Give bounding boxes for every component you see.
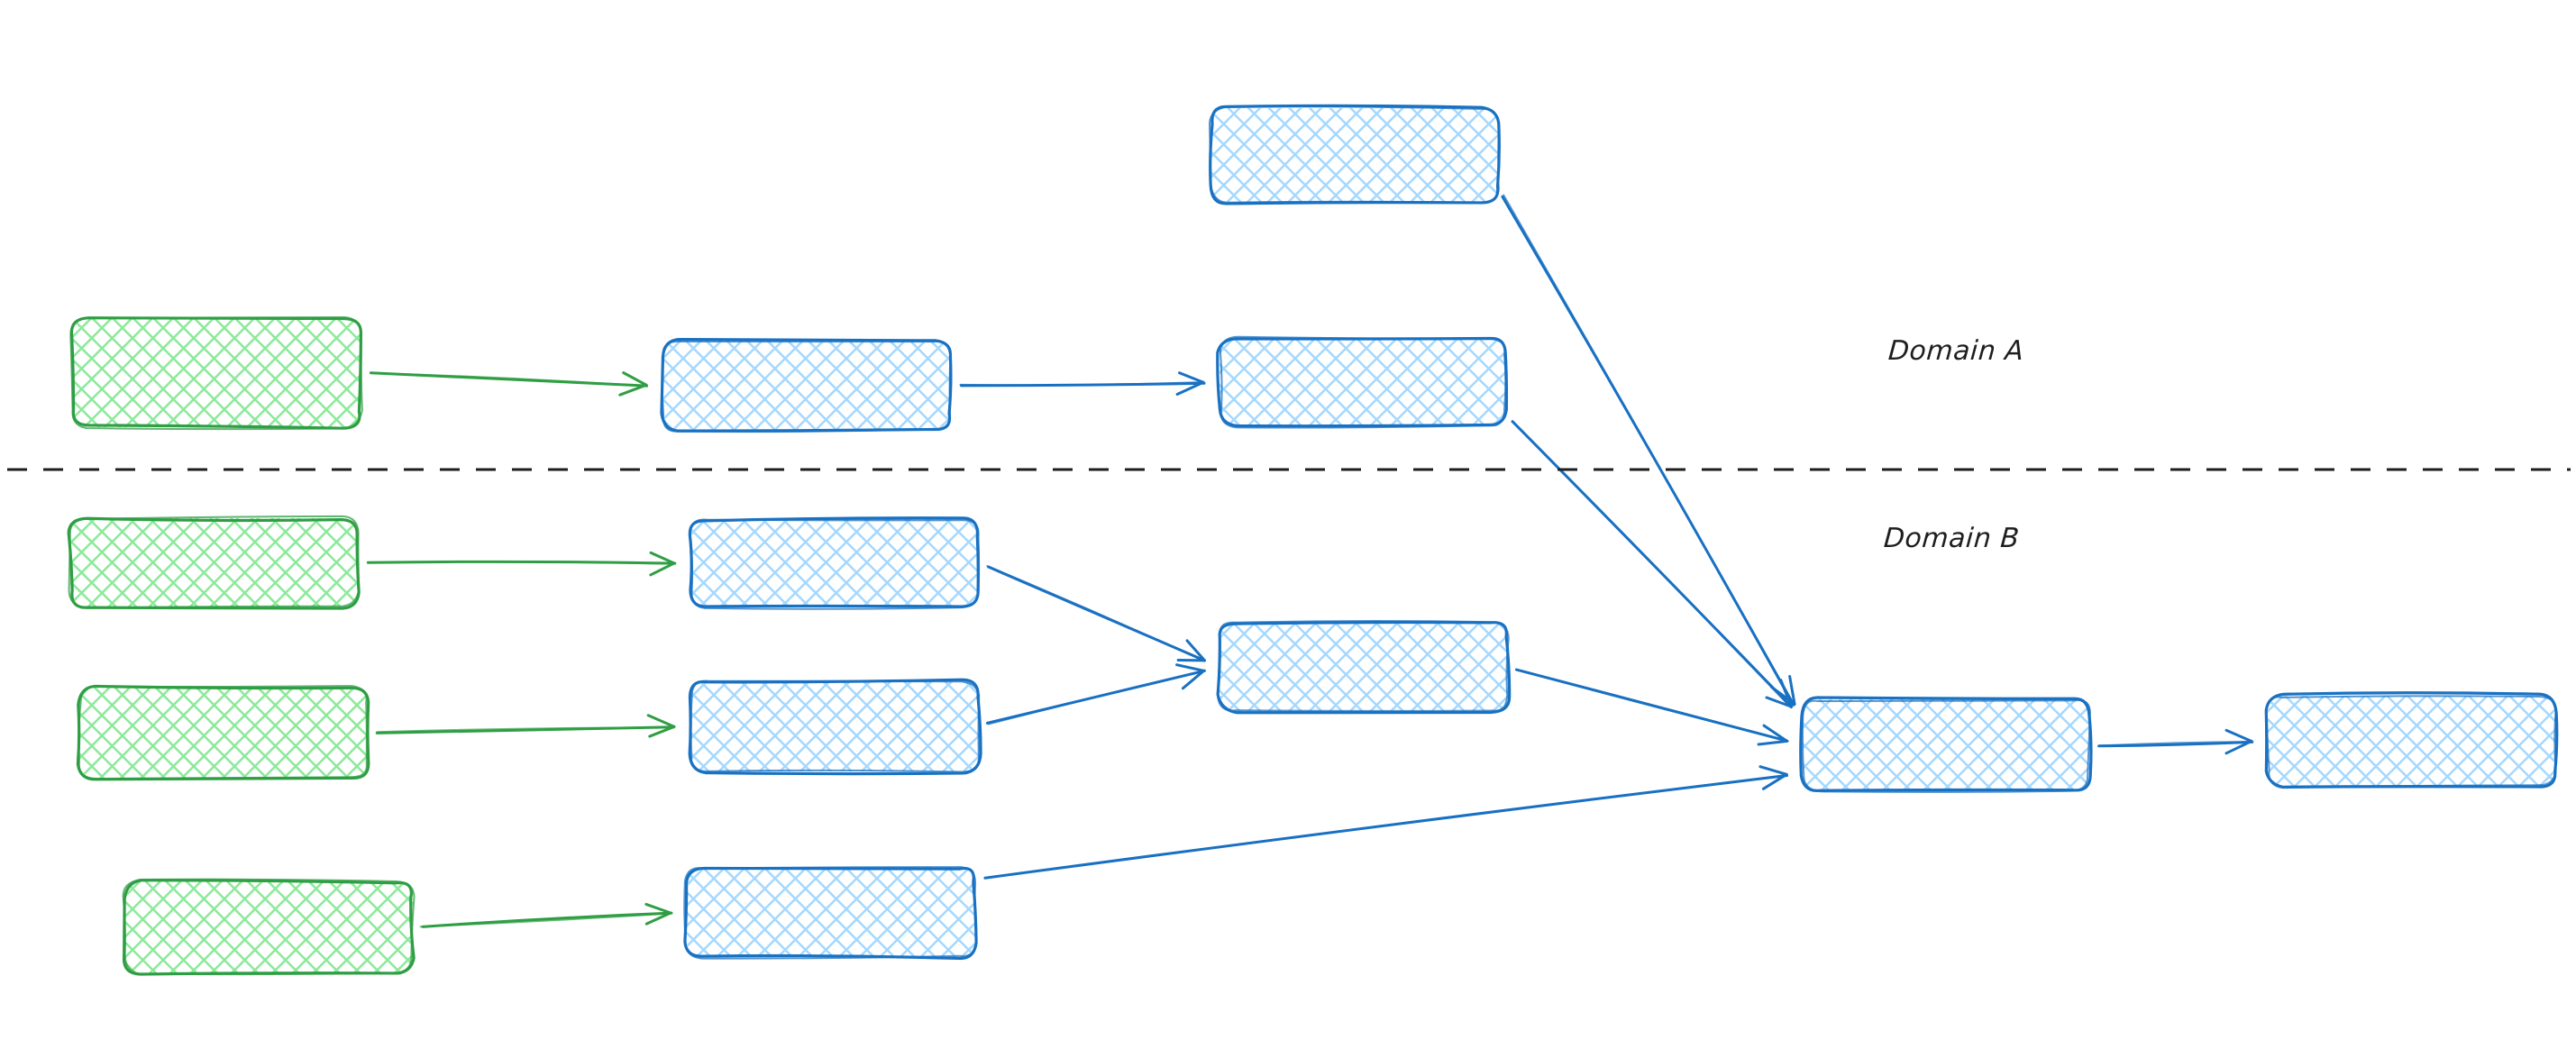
node-fill [72,317,361,427]
node-outline [78,685,368,780]
node-outline [1208,105,1500,204]
node-outline [68,515,361,609]
node-fill [1210,108,1499,202]
node-outline [2265,695,2557,789]
edge-arrowhead [1765,696,1793,708]
edge-line [983,774,1788,880]
node-b-source-3[interactable] [122,878,416,976]
edge-line [368,561,675,565]
node-a-stage-2[interactable] [1216,335,1509,429]
edge-arrowhead [1175,380,1205,397]
edge-arrowhead [1758,765,1788,776]
edge-line [1512,420,1792,709]
edge-arrowhead [1181,669,1206,690]
node-outline [690,680,981,773]
node-fill [2268,696,2556,786]
edge-b-merge-2-to-b-sink [2097,728,2254,755]
edge-b-stage-1-to-b-merge-1 [986,565,1206,662]
node-outline [1801,698,2091,793]
node-b-source-1[interactable] [67,515,361,610]
edge-arrowhead [1761,772,1788,790]
edge-a-source-1-to-a-stage-1 [369,371,649,397]
node-outline [69,315,363,431]
edge-b-source-2-to-b-stage-2 [375,714,676,738]
edge-arrowhead [2224,739,2253,755]
edge-line [959,381,1204,387]
node-fill [662,341,951,431]
node-b-merge-2[interactable] [1799,696,2093,793]
edge-arrowhead [649,551,676,565]
node-outline [1217,620,1510,712]
edge-arrowhead [622,371,648,387]
edge-line [370,372,646,388]
edge-b-stage-3-to-b-merge-2 [983,765,1789,880]
edge-line [419,912,671,928]
node-outline [683,866,978,960]
edge-line [2097,740,2254,748]
edge-arrowhead [644,902,672,915]
node-a-source-1[interactable] [69,315,363,431]
edge-a-stage-1-to-a-stage-2 [959,371,1206,397]
edge-arrowhead [1175,663,1206,672]
node-fill [1803,699,2089,791]
edge-arrowhead [644,911,672,926]
edge-line [986,565,1205,662]
edge-layer [366,194,2254,928]
node-fill [1219,622,1508,712]
edge-arrowhead [646,714,676,728]
edge-b-source-1-to-b-stage-1 [366,551,677,577]
node-b-merge-1[interactable] [1216,620,1512,715]
node-b-stage-1[interactable] [688,516,981,610]
edge-arrowhead [1788,674,1796,706]
edge-a-stage-2-to-b-merge-2 [1511,420,1794,709]
edge-line [1503,194,1795,705]
node-fill [1219,338,1506,426]
edge-line [1517,669,1788,742]
edge-arrowhead [1757,739,1789,746]
edge-line [376,726,675,734]
domain-b-label: Domain B [1882,523,2021,554]
edge-line [2098,741,2253,747]
node-outline [689,518,981,610]
node-fill [690,519,979,607]
node-fill [687,867,975,957]
node-b-sink[interactable] [2264,691,2559,789]
edge-b-stage-2-to-b-merge-1 [985,663,1206,725]
node-a-top[interactable] [1208,104,1501,205]
edge-arrowhead [618,383,648,397]
node-outline [67,516,361,610]
edge-line [987,670,1205,725]
node-outline [1219,335,1507,429]
edge-arrowhead [649,561,676,577]
node-b-stage-3[interactable] [683,866,978,961]
edge-a-top-to-b-merge-2 [1501,194,1796,707]
node-a-stage-1[interactable] [660,337,953,433]
node-outline [661,340,952,433]
domain-a-label: Domain A [1886,335,2025,367]
node-outline [2264,691,2559,789]
node-fill [70,518,359,607]
edge-line [1501,195,1795,707]
node-fill [124,881,413,973]
edge-arrowhead [1178,371,1205,384]
node-outline [122,878,416,976]
node-layer [67,104,2559,976]
node-outline [683,866,978,961]
edge-b-merge-1-to-b-merge-2 [1514,668,1789,746]
node-b-stage-2[interactable] [688,678,982,776]
edge-arrowhead [1762,724,1789,743]
node-b-source-2[interactable] [76,684,370,781]
node-fill [690,681,979,771]
edge-arrowhead [1185,639,1206,662]
edge-arrowhead [1779,679,1793,708]
node-fill [79,687,368,779]
edge-arrowhead [648,725,676,738]
edge-arrowhead [2224,728,2253,743]
edge-b-source-3-to-b-stage-3 [419,902,673,928]
